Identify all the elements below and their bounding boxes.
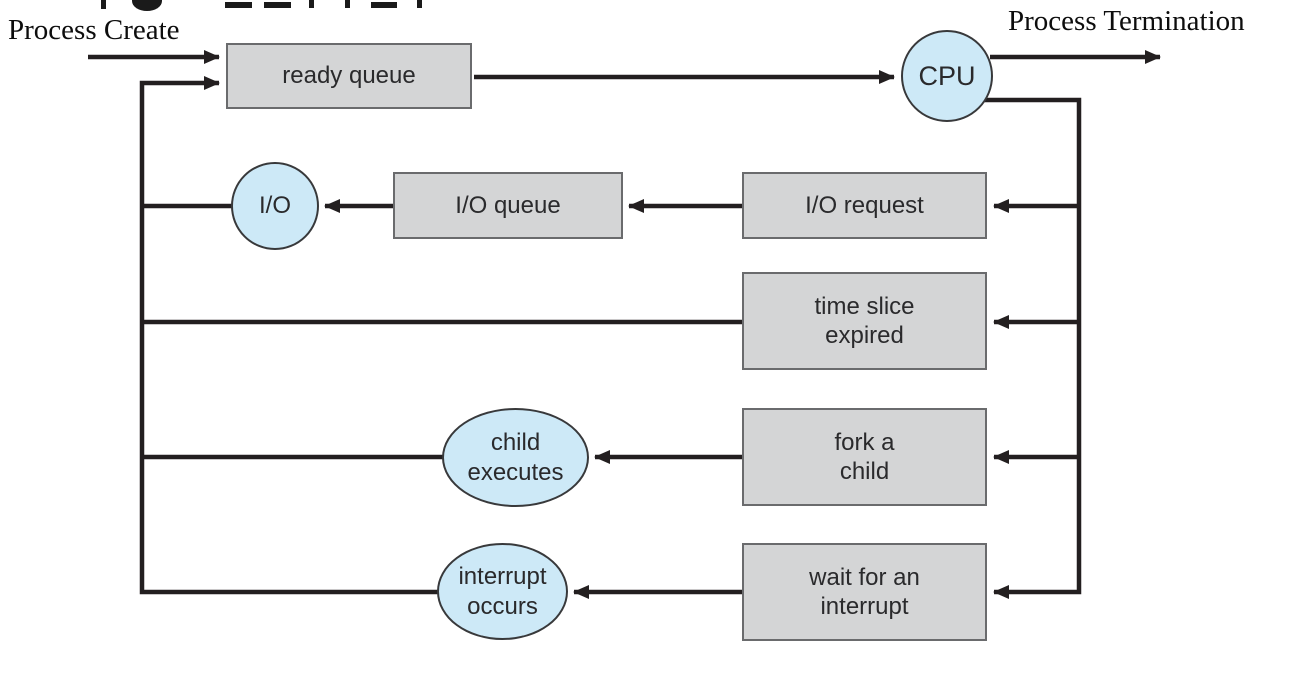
io-queue-box: I/O queue [393,172,623,239]
edge-cpu-right-rail-to-wait-box [981,97,1082,599]
fork-a-child-box: fork a child [742,408,987,506]
io-request-box: I/O request [742,172,987,239]
child-executes-ellipse: child executes [442,408,589,507]
edge-left-feedback-rail [139,76,440,595]
cropped-text-artifact [101,0,422,11]
process-create-label: Process Create [8,14,180,46]
process-termination-label: Process Termination [1008,5,1245,37]
ready-queue-box: ready queue [226,43,472,109]
time-slice-expired-box: time slice expired [742,272,987,370]
cpu-circle: CPU [901,30,993,122]
wait-for-interrupt-box: wait for an interrupt [742,543,987,641]
io-circle: I/O [231,162,319,250]
interrupt-occurs-ellipse: interrupt occurs [437,543,568,640]
